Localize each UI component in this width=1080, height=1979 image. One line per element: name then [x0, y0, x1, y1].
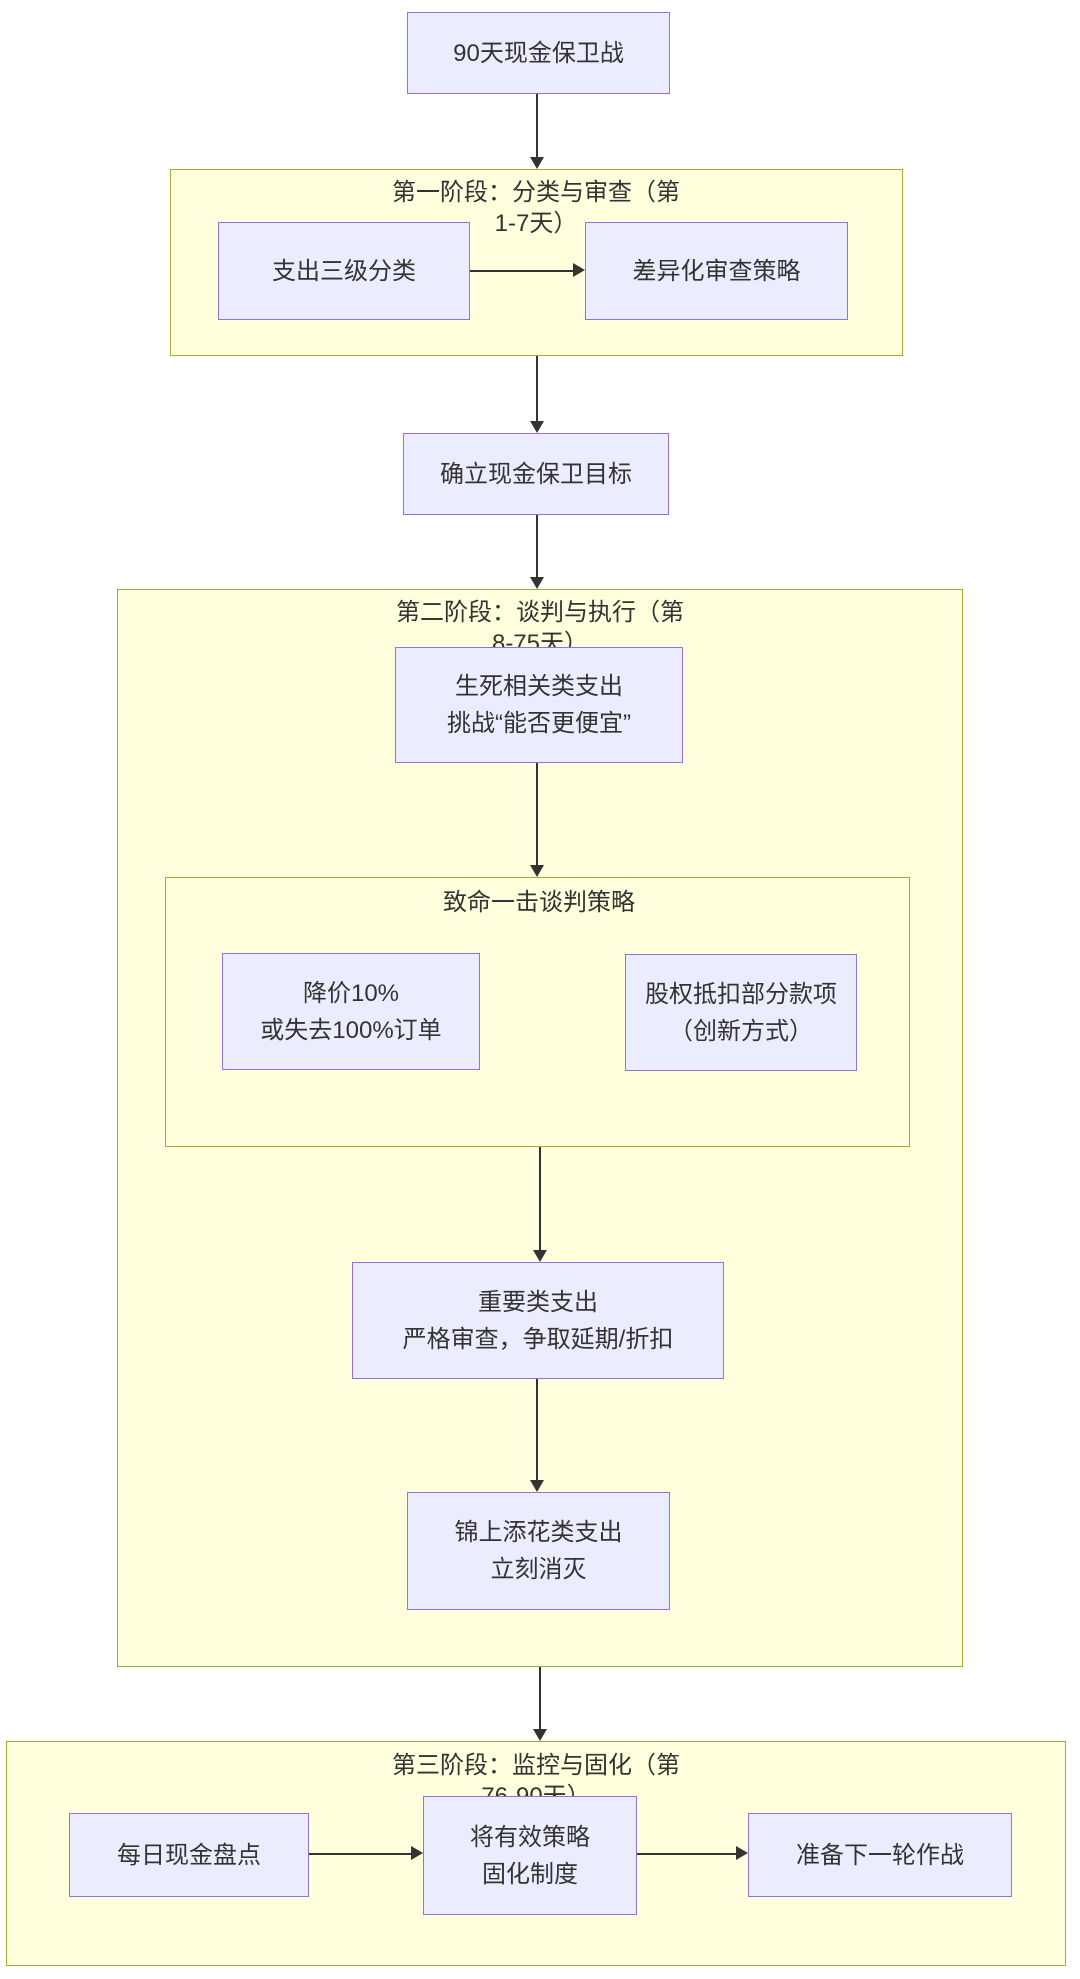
node-price-cut-ultimatum: 降价10% 或失去100%订单	[222, 953, 480, 1070]
arrow-line-stage1-to-goal	[536, 356, 538, 421]
node-nice-to-have-expense: 锦上添花类支出 立刻消灭	[407, 1492, 670, 1610]
arrow-head-icon	[411, 1846, 423, 1860]
arrow-line-survival-to-strategy	[536, 763, 538, 865]
cluster-stage1-label: 第一阶段：分类与审查（第 1-7天）	[392, 179, 680, 237]
node-solidify-strategy: 将有效策略 固化制度	[423, 1796, 637, 1915]
arrow-head-icon	[530, 157, 544, 169]
node-equity-offset: 股权抵扣部分款项 （创新方式）	[625, 954, 857, 1071]
arrow-line-important-to-luxury	[536, 1379, 538, 1480]
node-cash-defense-goal: 确立现金保卫目标	[403, 433, 669, 515]
arrow-head-icon	[530, 865, 544, 877]
node-90day-cash-battle: 90天现金保卫战	[407, 12, 670, 94]
node-expense-classification: 支出三级分类	[218, 222, 470, 320]
arrow-head-icon	[736, 1846, 748, 1860]
arrow-line-classify-to-review	[470, 270, 573, 272]
node-survival-expense: 生死相关类支出 挑战“能否更便宜”	[395, 647, 683, 763]
node-important-expense: 重要类支出 严格审查，争取延期/折扣	[352, 1262, 724, 1379]
arrow-head-icon	[533, 1250, 547, 1262]
arrow-head-icon	[530, 577, 544, 589]
arrow-line-strategy-to-important	[539, 1147, 541, 1250]
arrow-head-icon	[530, 421, 544, 433]
arrow-line-goal-to-stage2	[536, 515, 538, 577]
arrow-line-stage2-to-stage3	[539, 1667, 541, 1729]
arrow-head-icon	[573, 263, 585, 277]
node-next-round: 准备下一轮作战	[748, 1813, 1012, 1897]
cluster-strategy-label: 致命一击谈判策略	[443, 889, 635, 916]
cluster-stage2-label: 第二阶段：谈判与执行（第 8-75天）	[396, 599, 684, 657]
node-daily-cash-check: 每日现金盘点	[69, 1813, 309, 1897]
arrow-head-icon	[530, 1480, 544, 1492]
arrow-line-solidify-to-next	[637, 1853, 736, 1855]
arrow-line-daily-to-solidify	[309, 1853, 411, 1855]
cluster-stage3-label: 第三阶段：监控与固化（第 76-90天）	[392, 1752, 680, 1810]
node-differentiated-review: 差异化审查策略	[585, 222, 848, 320]
arrow-line-start-to-stage1	[536, 94, 538, 157]
arrow-head-icon	[533, 1729, 547, 1741]
